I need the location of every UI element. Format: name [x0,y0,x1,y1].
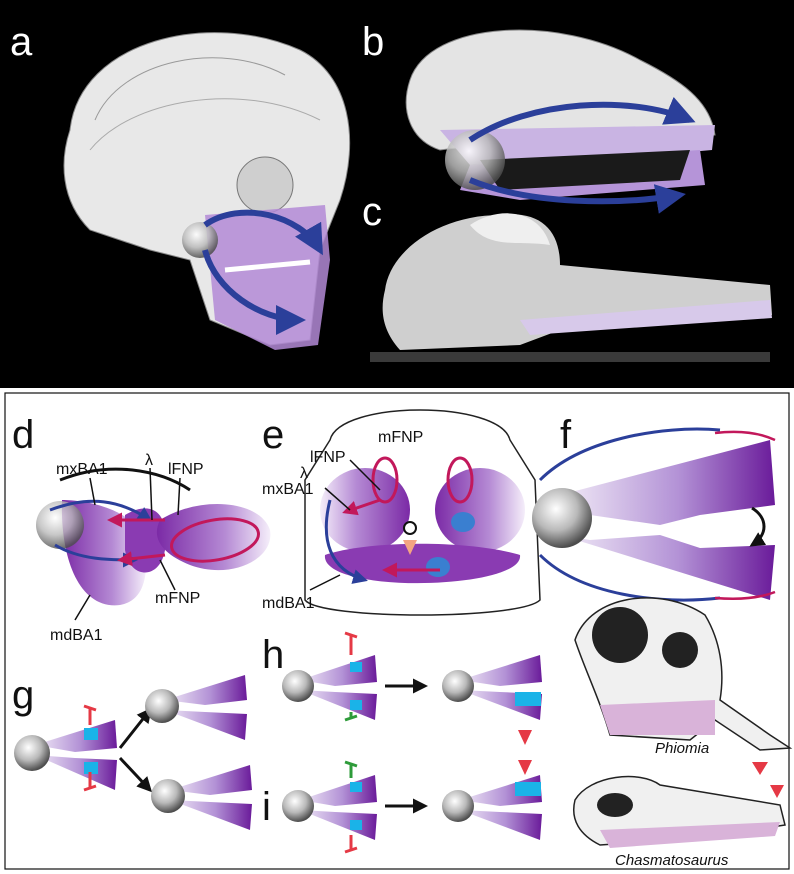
panel-label-e: e [262,413,284,457]
panel-label-b: b [362,20,384,64]
panel-label-a: a [10,20,33,64]
panel-label-c: c [362,190,382,234]
panel-label-i: i [262,785,271,829]
panel-label-d: d [12,413,34,457]
label-e-lambda: λ [300,465,308,482]
label-d-mxBA1: mxBA1 [56,461,108,478]
label-e-lFNP: lFNP [310,449,346,466]
label-phiomia: Phiomia [655,740,709,757]
label-e-mFNP: mFNP [378,429,423,446]
label-d-mdBA1: mdBA1 [50,627,103,644]
panel-label-h: h [262,633,284,677]
label-chasmatosaurus: Chasmatosaurus [615,852,729,869]
label-e-mdBA1: mdBA1 [262,595,315,612]
label-d-lambda: λ [145,452,153,469]
label-d-mFNP: mFNP [155,590,200,607]
panel-label-g: g [12,673,34,717]
label-e-mxBA1: mxBA1 [262,481,314,498]
panel-label-f: f [560,413,572,457]
label-d-lFNP: lFNP [168,461,204,478]
